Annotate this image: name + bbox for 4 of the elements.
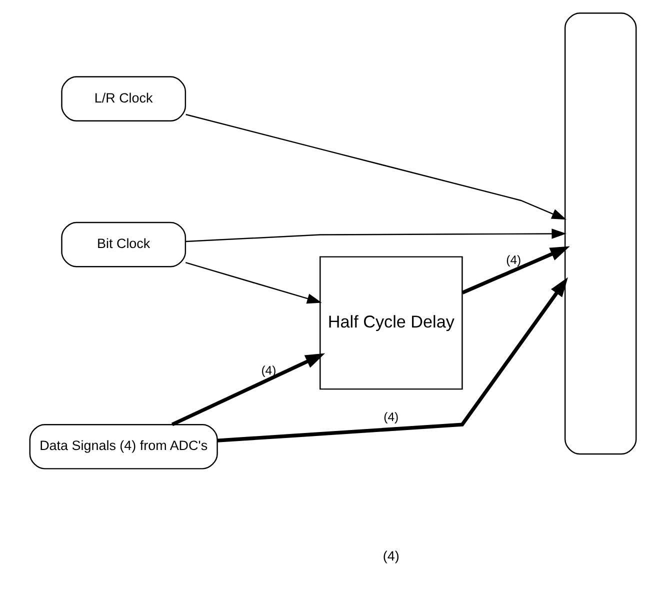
edge-label: (4) bbox=[506, 253, 522, 268]
label: (4) bbox=[382, 548, 400, 564]
edge-label: (4) bbox=[384, 410, 399, 424]
edge-label: (4) bbox=[261, 363, 276, 378]
